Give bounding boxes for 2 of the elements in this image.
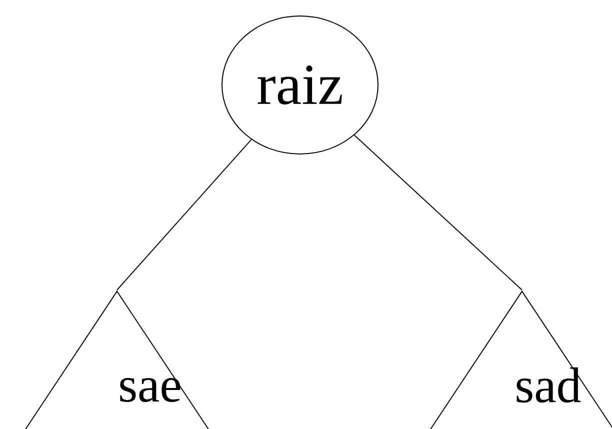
connector-line [116,139,252,290]
connector-line [354,134,522,290]
